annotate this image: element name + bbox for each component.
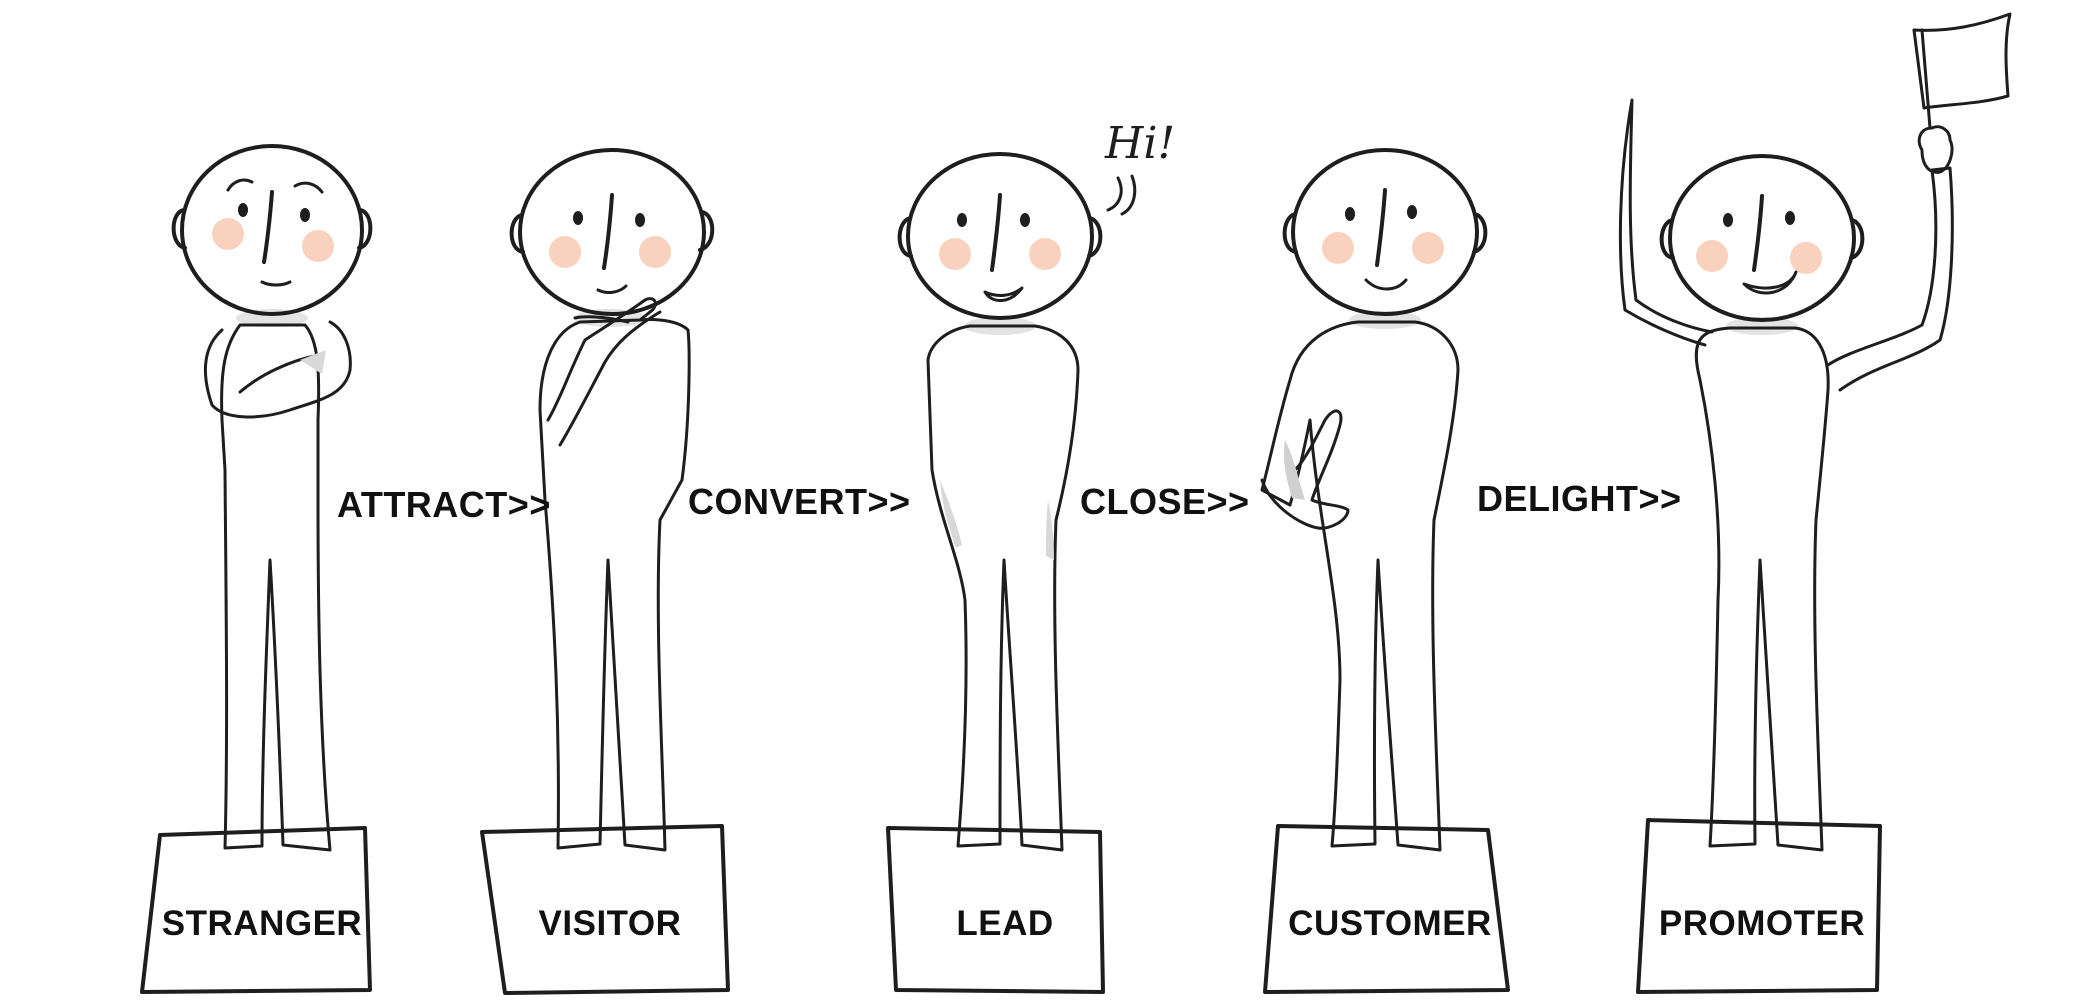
speech-bubble-text: Hi! — [1104, 118, 1175, 169]
pedestal-promoter — [1636, 818, 1882, 994]
stage-label-promoter: PROMOTER — [1659, 904, 1865, 943]
step-close: CLOSE>> — [1080, 481, 1250, 522]
pedestals — [140, 818, 1882, 995]
figure-lead: Hi! — [897, 118, 1175, 852]
pedestal-lead — [886, 826, 1105, 994]
figure-promoter — [1618, 12, 2012, 852]
stage-labels: STRANGER VISITOR LEAD CUSTOMER PROMOTER — [162, 904, 1865, 943]
step-delight: DELIGHT>> — [1477, 478, 1682, 519]
figure-visitor — [509, 148, 715, 852]
step-attract: ATTRACT>> — [337, 484, 551, 525]
figure-stranger — [171, 144, 373, 852]
stage-label-customer: CUSTOMER — [1288, 904, 1492, 943]
pedestal-visitor — [480, 824, 730, 995]
stage-label-lead: LEAD — [956, 904, 1053, 943]
step-convert: CONVERT>> — [688, 481, 911, 522]
figure-customer — [1260, 148, 1488, 852]
flag — [1912, 12, 2012, 110]
step-labels: ATTRACT>> CONVERT>> CLOSE>> DELIGHT>> — [337, 478, 1682, 525]
pedestal-stranger — [140, 826, 372, 994]
stage-label-stranger: STRANGER — [162, 904, 362, 943]
pedestal-customer — [1263, 824, 1510, 994]
stage-label-visitor: VISITOR — [539, 904, 682, 943]
